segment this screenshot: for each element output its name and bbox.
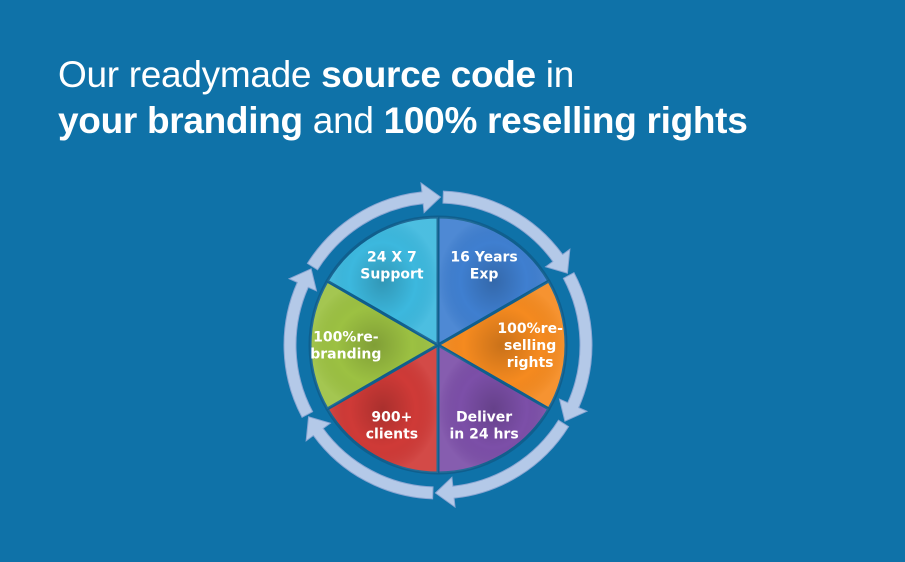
cycle-segment-label-line: 100%re- — [313, 330, 379, 346]
cycle-segment-label-line: selling — [504, 338, 556, 354]
cycle-segments — [308, 215, 568, 475]
headline-line-2: your branding and 100% reselling rights — [58, 98, 748, 144]
cycle-segment-label-line: rights — [507, 355, 554, 371]
cycle-segment-label-line: 16 Years — [450, 250, 517, 266]
headline-text: Our readymade — [58, 54, 322, 95]
cycle-segment-shade — [327, 217, 438, 345]
cycle-arrow — [306, 181, 442, 271]
cycle-arrow — [558, 272, 593, 422]
headline-line-1: Our readymade source code in — [58, 52, 747, 98]
cycle-segment-label-line: 900+ — [371, 409, 412, 425]
headline-text: and — [302, 100, 384, 141]
headline-emphasis: your branding — [58, 100, 303, 141]
cycle-segment-label-line: 100%re- — [497, 321, 563, 337]
cycle-segment-label-line: 24 X 7 — [367, 250, 417, 266]
cycle-segment-shade — [438, 281, 566, 409]
cycle-segment-label-line: Exp — [470, 267, 499, 283]
cycle-arrow — [283, 268, 318, 418]
cycle-arrow — [434, 419, 570, 509]
cycle-segment-label: 900+clients — [366, 409, 418, 442]
cycle-segment-label-line: Deliver — [456, 409, 512, 425]
cycle-segment-shade — [310, 281, 438, 409]
cycle-segment-label-line: clients — [366, 426, 418, 442]
cycle-segment-label: 100%re-branding — [310, 330, 381, 363]
cycle-segment-shade — [438, 217, 549, 345]
cycle-arrow — [442, 190, 571, 274]
cycle-arrow — [305, 416, 434, 500]
cycle-segment-label-line: in 24 hrs — [449, 426, 518, 442]
headline-emphasis: 100% reselling rights — [383, 100, 748, 141]
cycle-segment-shade — [438, 345, 549, 473]
cycle-segment-label-line: Support — [360, 267, 424, 283]
cycle-ring — [283, 181, 593, 509]
headline: Our readymade source code in your brandi… — [58, 52, 748, 144]
headline-text: in — [535, 54, 575, 95]
cycle-segment-label-line: branding — [310, 347, 381, 363]
headline-emphasis: source code — [321, 54, 536, 95]
cycle-segment-shade — [327, 345, 438, 473]
